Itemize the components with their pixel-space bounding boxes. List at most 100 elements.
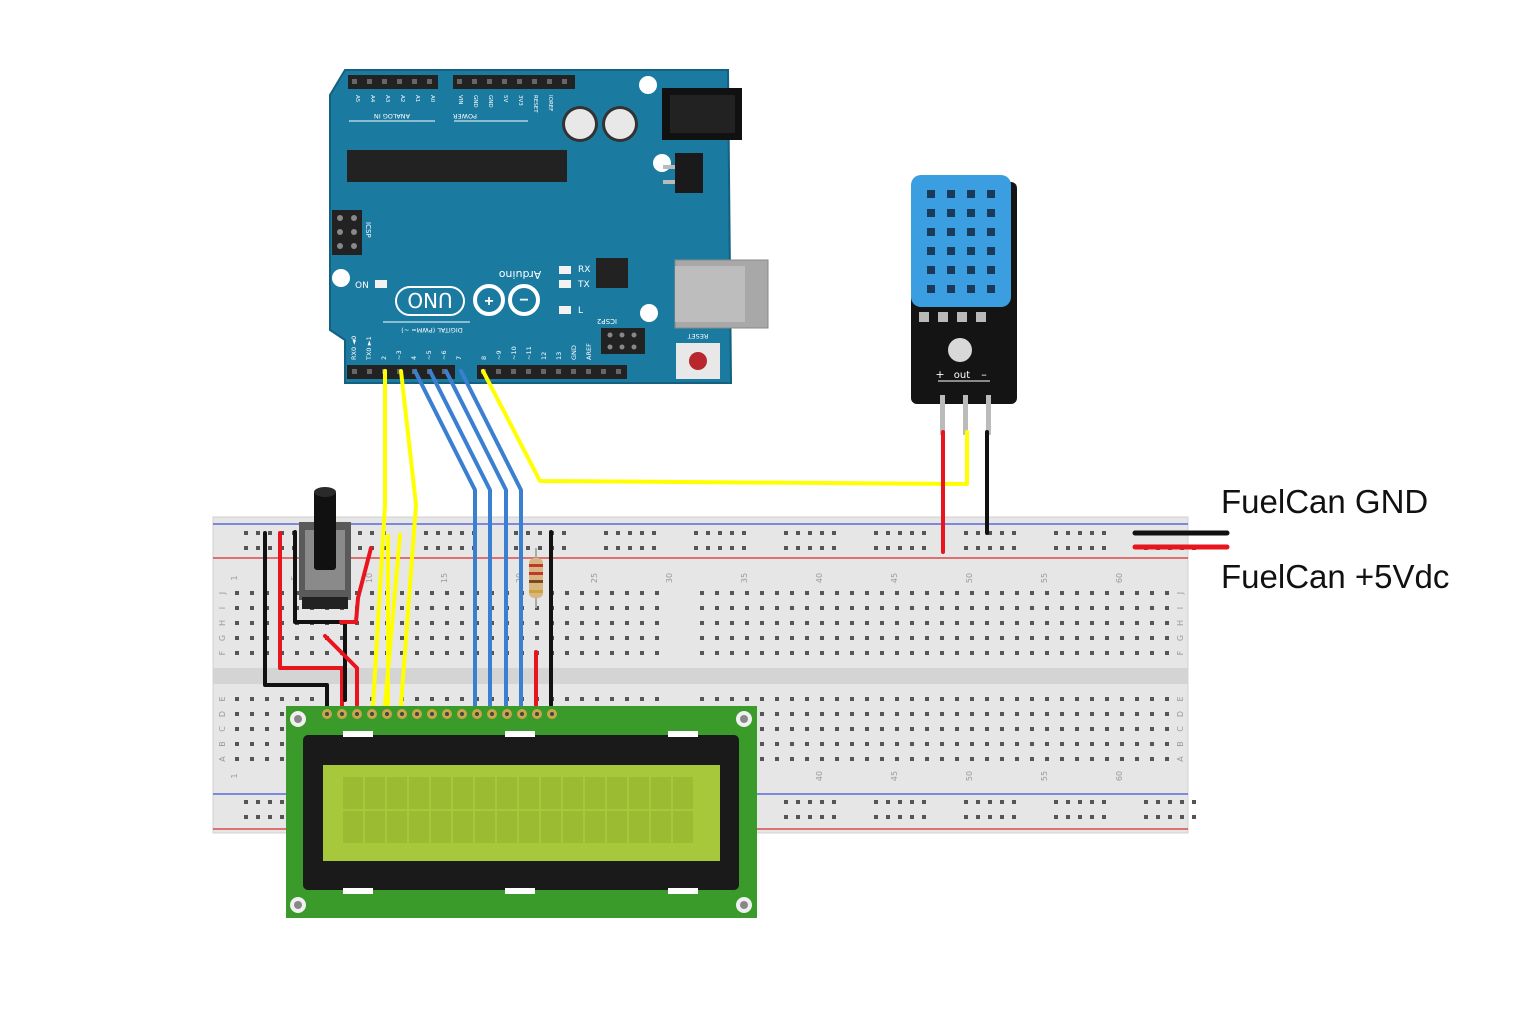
breadboard-rail-hole bbox=[562, 531, 566, 535]
breadboard-rail-hole bbox=[460, 531, 464, 535]
breadboard-hole bbox=[1150, 697, 1154, 701]
breadboard-row-letter: I bbox=[218, 607, 227, 609]
breadboard-hole bbox=[1105, 742, 1109, 746]
breadboard-hole bbox=[430, 651, 434, 655]
breadboard-hole bbox=[955, 742, 959, 746]
breadboard-hole bbox=[910, 606, 914, 610]
breadboard-rail-hole bbox=[832, 815, 836, 819]
breadboard-hole bbox=[880, 697, 884, 701]
breadboard-hole bbox=[310, 636, 314, 640]
breadboard-row-letter: H bbox=[218, 620, 227, 626]
breadboard-hole bbox=[1120, 742, 1124, 746]
breadboard-rail-hole bbox=[874, 800, 878, 804]
breadboard-row-letter: J bbox=[218, 592, 227, 595]
lcd-char-cell bbox=[607, 777, 627, 809]
breadboard-hole bbox=[760, 697, 764, 701]
breadboard-hole bbox=[970, 697, 974, 701]
breadboard-hole bbox=[970, 727, 974, 731]
breadboard-hole bbox=[415, 606, 419, 610]
breadboard-hole bbox=[850, 727, 854, 731]
breadboard-rail-hole bbox=[1192, 815, 1196, 819]
breadboard-hole bbox=[1105, 606, 1109, 610]
breadboard-hole bbox=[445, 606, 449, 610]
dht11-sensor-module: + out – bbox=[911, 175, 1017, 435]
breadboard-hole bbox=[955, 591, 959, 595]
breadboard-hole bbox=[280, 697, 284, 701]
on-led bbox=[375, 280, 387, 288]
breadboard-hole bbox=[925, 757, 929, 761]
power-pin-label: RESET bbox=[532, 95, 538, 113]
breadboard-hole bbox=[1075, 757, 1079, 761]
breadboard-row-letter: D bbox=[218, 711, 227, 717]
breadboard-row-letter: J bbox=[1176, 592, 1185, 595]
breadboard-hole bbox=[775, 712, 779, 716]
breadboard-rail-hole bbox=[874, 531, 878, 535]
breadboard-hole bbox=[1135, 606, 1139, 610]
breadboard-column-number: 45 bbox=[890, 771, 899, 781]
breadboard-hole bbox=[1030, 591, 1034, 595]
breadboard-hole bbox=[715, 621, 719, 625]
breadboard-rail-hole bbox=[886, 531, 890, 535]
breadboard-rail-hole bbox=[562, 546, 566, 550]
breadboard-hole bbox=[340, 636, 344, 640]
breadboard-hole bbox=[895, 712, 899, 716]
breadboard-hole bbox=[820, 727, 824, 731]
breadboard-hole bbox=[985, 606, 989, 610]
breadboard-hole bbox=[865, 591, 869, 595]
breadboard-rail-hole bbox=[1180, 815, 1184, 819]
breadboard-rail-hole bbox=[1012, 546, 1016, 550]
breadboard-row-letter: C bbox=[1176, 726, 1185, 732]
breadboard-hole bbox=[265, 712, 269, 716]
breadboard-rail-hole bbox=[616, 546, 620, 550]
breadboard-hole bbox=[730, 636, 734, 640]
breadboard-hole bbox=[910, 591, 914, 595]
breadboard-hole bbox=[730, 591, 734, 595]
breadboard-rail-hole bbox=[1180, 800, 1184, 804]
breadboard-hole bbox=[565, 591, 569, 595]
breadboard-hole bbox=[835, 697, 839, 701]
breadboard-hole bbox=[280, 757, 284, 761]
breadboard-hole bbox=[805, 636, 809, 640]
breadboard-hole bbox=[910, 636, 914, 640]
breadboard-hole bbox=[655, 621, 659, 625]
digital-pin-label: ~11 bbox=[525, 346, 533, 360]
breadboard-rail-hole bbox=[256, 531, 260, 535]
sensor-vent-slot bbox=[967, 190, 975, 198]
breadboard-hole bbox=[790, 606, 794, 610]
breadboard-hole bbox=[1030, 697, 1034, 701]
sensor-vent-slot bbox=[927, 228, 935, 236]
breadboard-hole bbox=[400, 621, 404, 625]
breadboard-hole bbox=[940, 742, 944, 746]
breadboard-hole bbox=[610, 591, 614, 595]
lcd-char-cell bbox=[585, 777, 605, 809]
breadboard-hole bbox=[760, 742, 764, 746]
power-pin-label: GND bbox=[487, 95, 493, 108]
breadboard-rail-hole bbox=[910, 531, 914, 535]
breadboard-hole bbox=[535, 621, 539, 625]
breadboard-hole bbox=[880, 757, 884, 761]
breadboard-hole bbox=[1030, 606, 1034, 610]
breadboard-hole bbox=[1120, 712, 1124, 716]
breadboard-rail-hole bbox=[256, 546, 260, 550]
breadboard-rail-hole bbox=[922, 531, 926, 535]
lcd-16x2-module bbox=[286, 706, 757, 918]
breadboard-hole bbox=[430, 591, 434, 595]
breadboard-hole bbox=[640, 621, 644, 625]
rx-label: RX bbox=[578, 265, 590, 275]
sensor-housing bbox=[911, 175, 1011, 307]
breadboard-hole bbox=[1150, 757, 1154, 761]
breadboard-hole bbox=[1015, 727, 1019, 731]
breadboard-hole bbox=[760, 757, 764, 761]
breadboard-hole bbox=[1045, 621, 1049, 625]
breadboard-hole bbox=[775, 636, 779, 640]
breadboard-hole bbox=[1135, 651, 1139, 655]
breadboard-hole bbox=[805, 591, 809, 595]
breadboard-hole bbox=[430, 636, 434, 640]
breadboard-hole bbox=[865, 727, 869, 731]
breadboard-hole bbox=[1165, 606, 1169, 610]
breadboard-hole bbox=[400, 591, 404, 595]
wire-blue-pin4 bbox=[413, 369, 477, 714]
breadboard-hole bbox=[745, 606, 749, 610]
breadboard-hole bbox=[565, 606, 569, 610]
breadboard-hole bbox=[1120, 651, 1124, 655]
